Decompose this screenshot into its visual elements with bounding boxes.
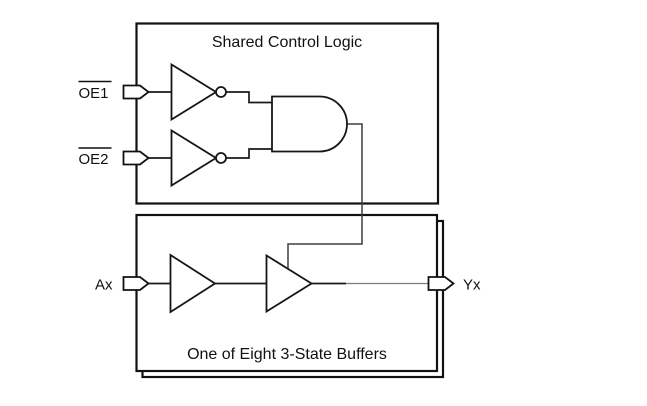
buffer-gate-icon <box>169 253 217 314</box>
shared-box-title: Shared Control Logic <box>212 34 362 51</box>
wire-inverter1-to-and <box>226 91 272 104</box>
and-gate-icon <box>271 95 348 153</box>
inverter2-gate-icon <box>170 128 218 188</box>
oe1-pin-icon <box>122 84 150 100</box>
buffer-box-title: One of Eight 3-State Buffers <box>187 346 387 363</box>
ax-pin-icon <box>122 276 150 291</box>
wire-inverter2-to-and <box>226 148 272 159</box>
inverter1-bubble-icon <box>215 86 227 98</box>
oe2-label: OE2 <box>79 151 109 168</box>
yx-label: Yx <box>463 277 481 294</box>
oe1-label: OE1 <box>79 85 109 102</box>
inverter1-gate-icon <box>170 62 218 122</box>
wire-and-output-enable <box>287 123 363 269</box>
tristate-buffer-gate-icon <box>265 253 314 314</box>
inverter2-bubble-icon <box>215 152 227 164</box>
oe2-pin-icon <box>122 150 150 166</box>
yx-pin-icon <box>427 276 455 291</box>
ax-label: Ax <box>95 277 113 294</box>
